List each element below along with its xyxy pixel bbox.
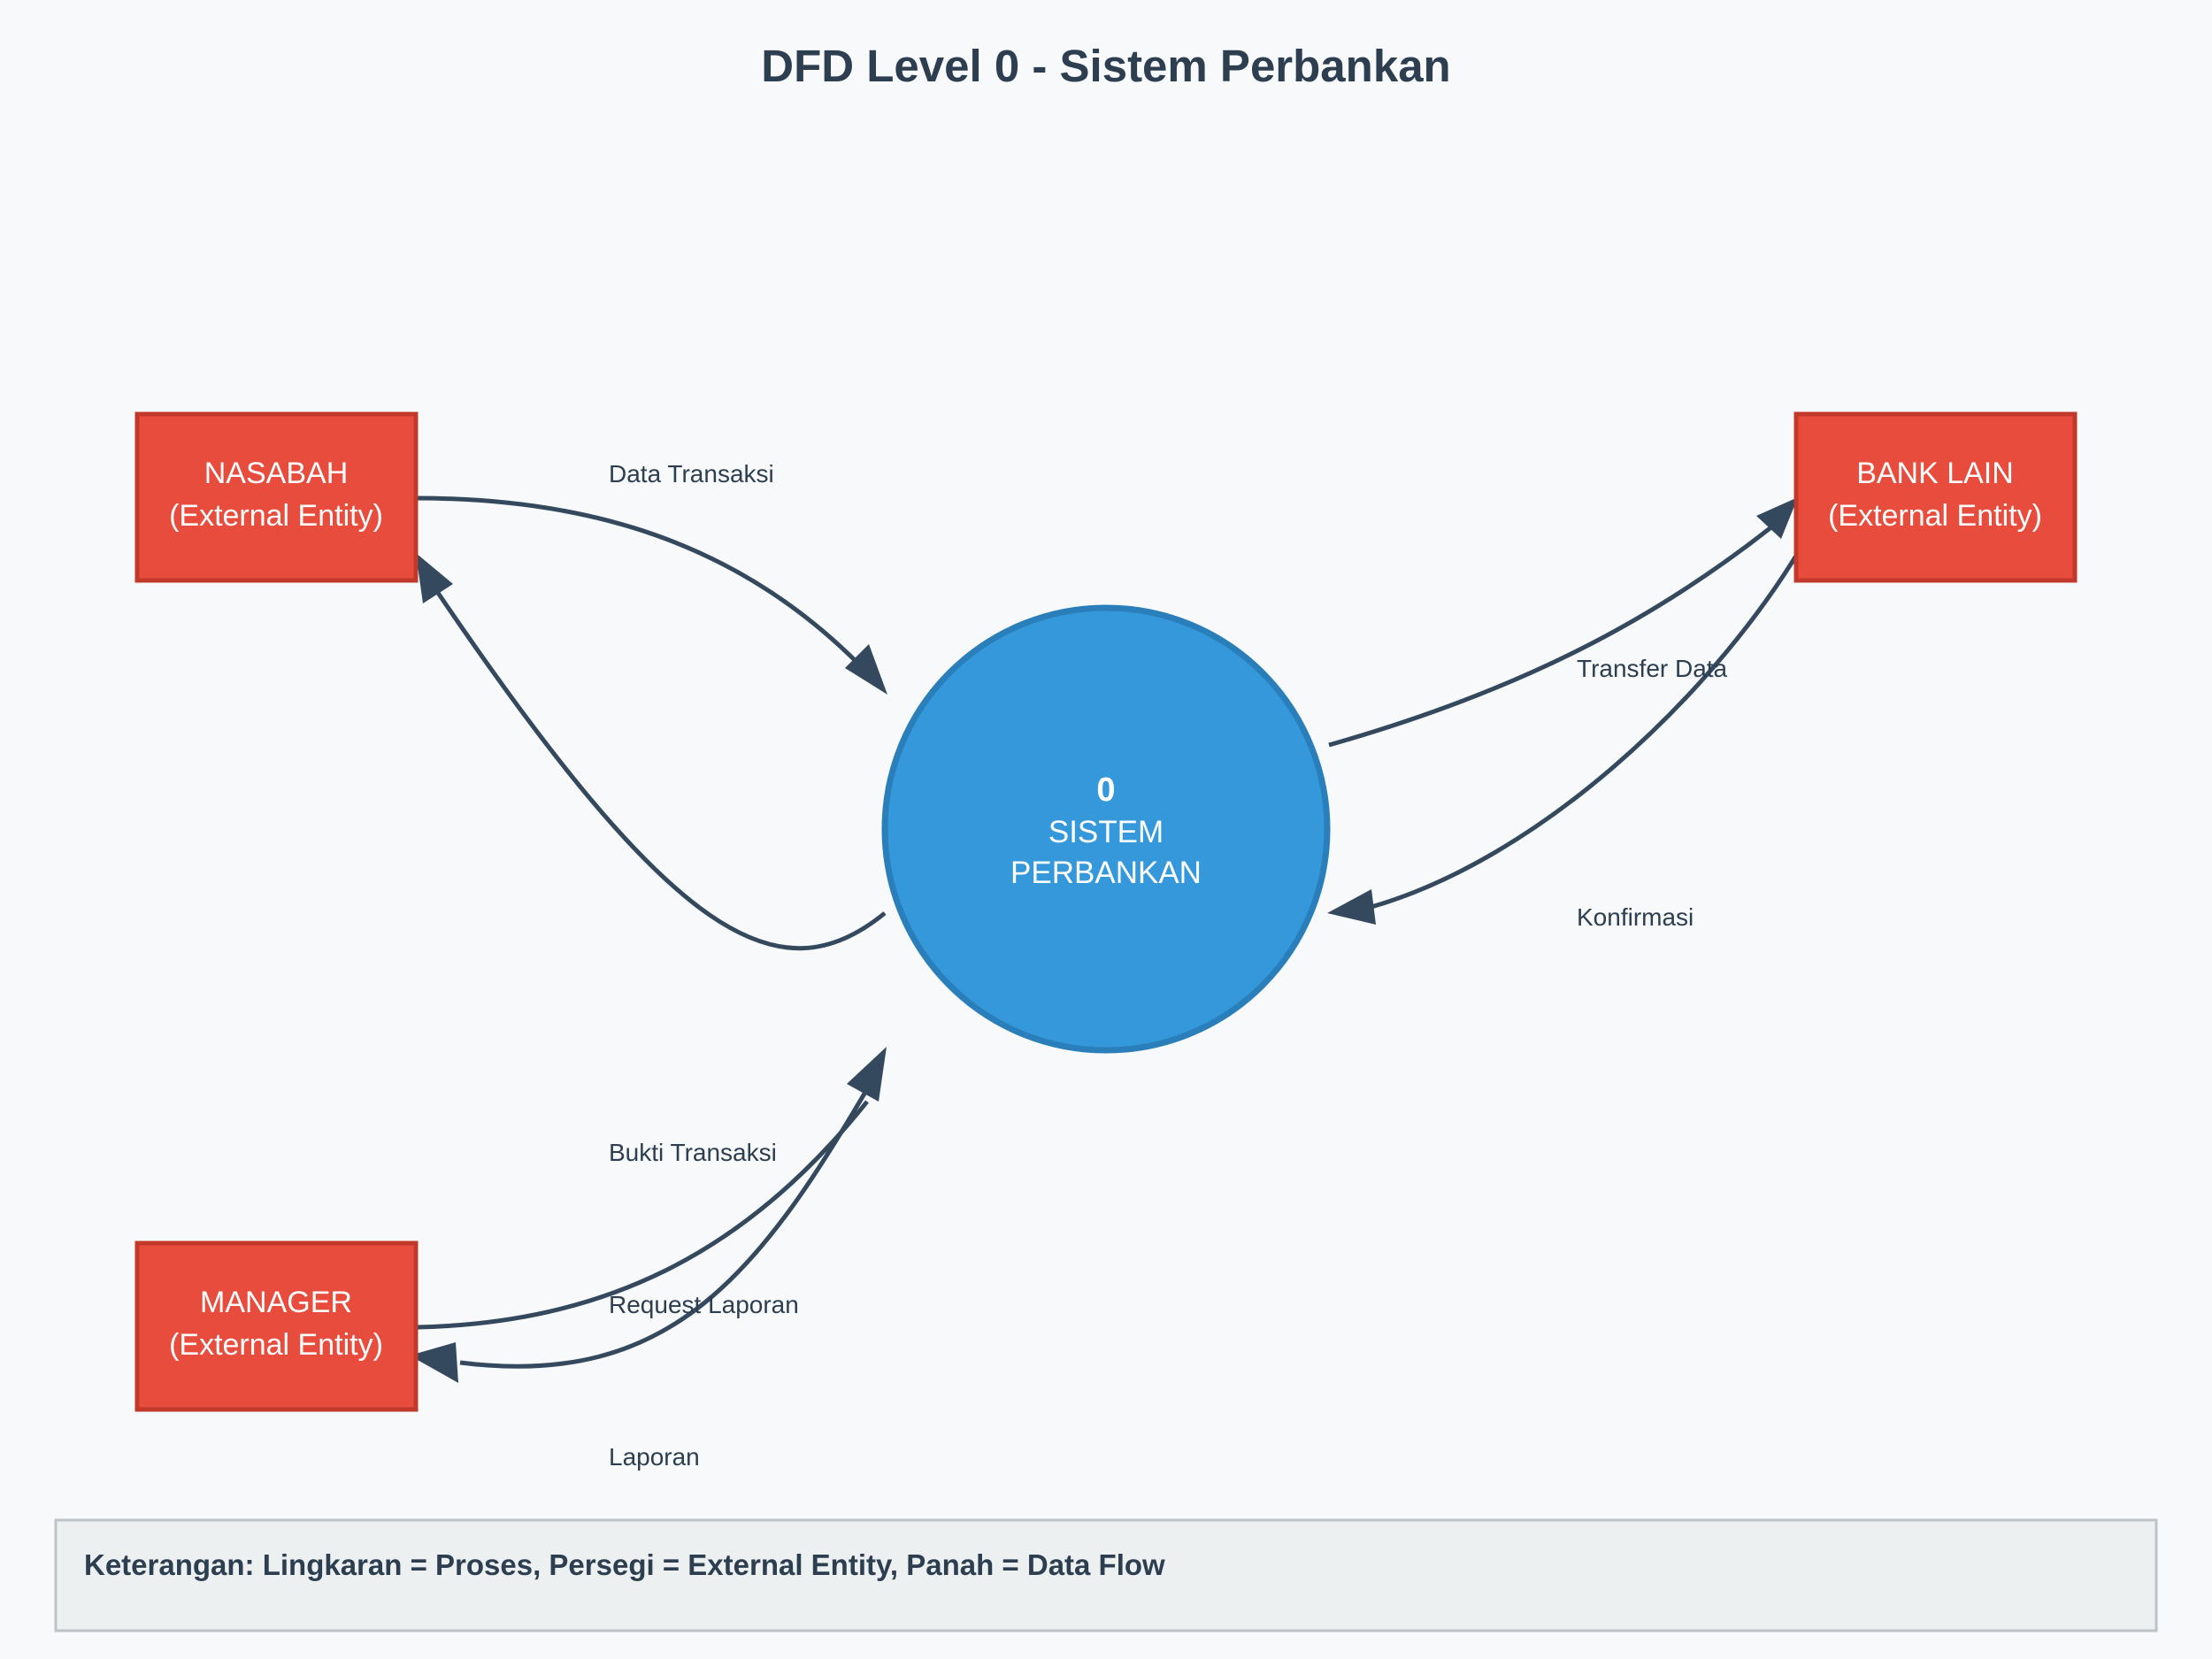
- legend-background: [54, 1518, 2158, 1632]
- flow-transfer-data-arrowhead: [1756, 497, 1798, 539]
- flow-bukti-transaksi-line: [435, 591, 887, 951]
- entity-bank-lain-type: (External Entity): [1828, 499, 2042, 533]
- process-sistem-perbankan[interactable]: 0 SISTEM PERBANKAN: [881, 604, 1331, 1054]
- flow-konfirmasi-line: [1371, 554, 1799, 910]
- entity-nasabah-name: NASABAH: [204, 457, 349, 490]
- entity-nasabah-box: [134, 411, 419, 583]
- data-flows: [410, 495, 1799, 1383]
- flow-request-laporan-line: [417, 1100, 869, 1330]
- flow-label-request-laporan: Request Laporan: [609, 1291, 799, 1318]
- entity-bank-lain[interactable]: BANK LAIN (External Entity): [1793, 411, 2078, 583]
- diagram-title: DFD Level 0 - Sistem Perbankan: [761, 41, 1450, 91]
- entity-manager[interactable]: MANAGER (External Entity): [134, 1240, 419, 1412]
- flow-label-transfer-data: Transfer Data: [1577, 655, 1728, 682]
- flow-laporan-arrowhead: [410, 1342, 458, 1383]
- process-name-line1: SISTEM: [1048, 815, 1164, 849]
- entity-manager-name: MANAGER: [200, 1286, 352, 1319]
- process-name-line2: PERBANKAN: [1010, 856, 1202, 890]
- flow-label-bukti-transaksi: Bukti Transaksi: [609, 1139, 777, 1166]
- process-number: 0: [1096, 772, 1115, 809]
- flow-transfer-data-line: [1328, 525, 1774, 748]
- flow-data-transaksi-line: [415, 495, 860, 665]
- flow-label-konfirmasi: Konfirmasi: [1577, 903, 1694, 931]
- flow-request-laporan-arrowhead: [847, 1047, 887, 1102]
- flow-labels: Data Transaksi Bukti Transaksi Transfer …: [609, 460, 1728, 1471]
- flow-data-transaksi-arrowhead: [845, 644, 887, 695]
- flow-label-laporan: Laporan: [609, 1443, 700, 1471]
- flow-label-data-transaksi: Data Transaksi: [609, 460, 774, 488]
- entity-nasabah[interactable]: NASABAH (External Entity): [134, 411, 419, 583]
- entity-nasabah-type: (External Entity): [169, 499, 383, 533]
- process-circle: [881, 604, 1331, 1054]
- flow-laporan-line: [459, 1064, 883, 1369]
- flow-bukti-transaksi-arrowhead: [416, 553, 453, 603]
- flow-konfirmasi-arrowhead: [1327, 889, 1376, 925]
- entity-manager-box: [134, 1240, 419, 1412]
- legend-text: Keterangan: Lingkaran = Proses, Persegi …: [84, 1548, 1165, 1581]
- entity-bank-lain-name: BANK LAIN: [1856, 457, 2014, 490]
- entity-bank-lain-box: [1793, 411, 2078, 583]
- entity-manager-type: (External Entity): [169, 1328, 383, 1362]
- legend-box: Keterangan: Lingkaran = Proses, Persegi …: [54, 1518, 2158, 1632]
